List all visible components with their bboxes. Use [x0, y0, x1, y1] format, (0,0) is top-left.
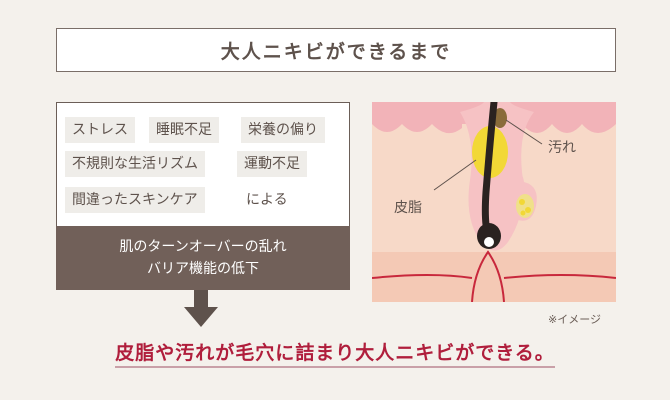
causes-box: ストレス 睡眠不足 栄養の偏り 不規則な生活リズム 運動不足 間違ったスキンケア…: [56, 102, 350, 227]
result-box: 肌のターンオーバーの乱れ バリア機能の低下: [56, 226, 350, 290]
sebum-leader-line: [433, 159, 477, 191]
result-line-1: 肌のターンオーバーの乱れ: [119, 239, 287, 255]
dirt-leader-line: [505, 119, 543, 145]
blood-vessel: [471, 250, 505, 302]
cause-suffix: による: [246, 192, 288, 208]
pore-illustration: 汚れ 皮脂: [372, 102, 616, 302]
hair-bulb: [477, 223, 501, 249]
cause-tag: 睡眠不足: [149, 117, 219, 143]
cause-tag: 栄養の偏り: [241, 117, 325, 143]
dirt: [493, 108, 507, 128]
conclusion-text: 皮脂や汚れが毛穴に詰まり大人ニキビができる。: [0, 338, 670, 368]
image-note: ※イメージ: [548, 313, 601, 326]
down-arrow-icon: [184, 290, 218, 327]
cause-tag: 不規則な生活リズム: [65, 151, 205, 177]
label-dirt: 汚れ: [548, 140, 576, 156]
conclusion-underline: 皮脂や汚れが毛穴に詰まり大人ニキビができる。: [115, 342, 555, 368]
cause-tag: 運動不足: [237, 151, 307, 177]
cause-tag: 間違ったスキンケア: [65, 187, 205, 213]
page-title: 大人ニキビができるまで: [56, 28, 616, 72]
cause-tag: ストレス: [65, 117, 135, 143]
dermis-layer: [372, 252, 616, 302]
label-sebum: 皮脂: [394, 200, 422, 216]
result-line-2: バリア機能の低下: [147, 261, 259, 277]
